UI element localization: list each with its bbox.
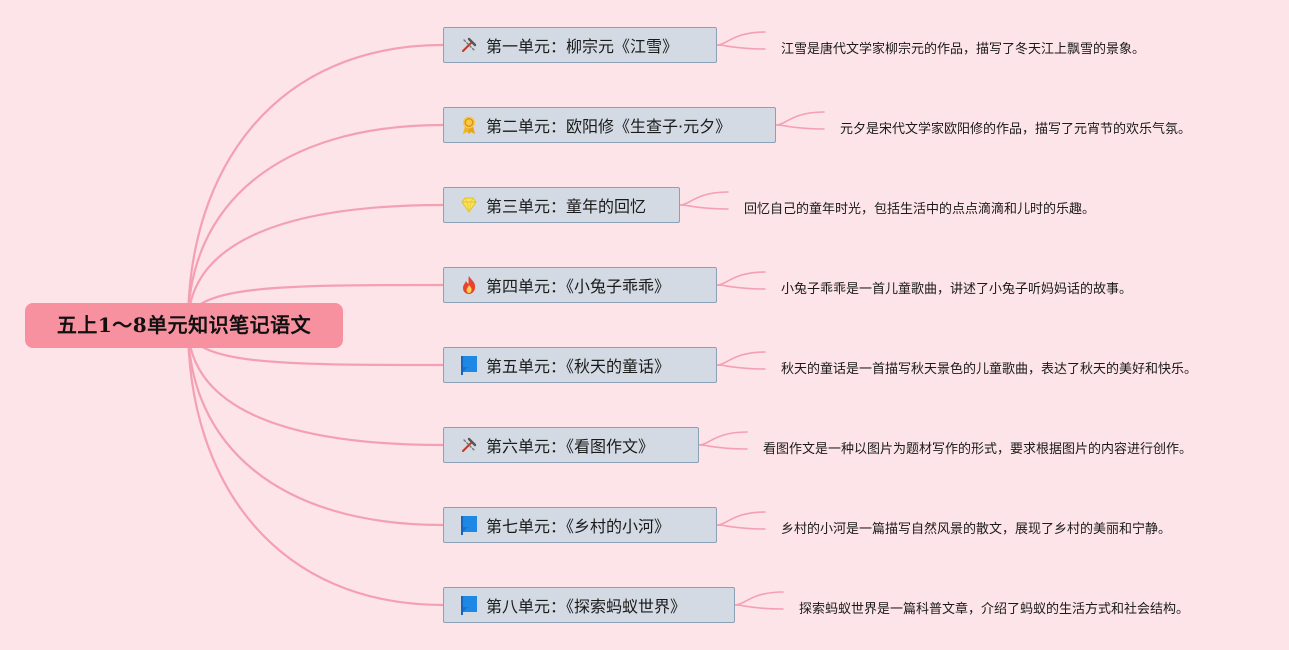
note-connector-lower xyxy=(734,604,784,610)
topic-unit-3[interactable]: 第三单元：童年的回忆 xyxy=(443,187,680,223)
note-connector-lower xyxy=(775,124,825,130)
branch-line xyxy=(186,323,445,447)
note-connector-lower xyxy=(716,284,766,290)
branch-line xyxy=(186,323,445,527)
note-connector-upper xyxy=(716,351,766,366)
topic-unit-1[interactable]: 第一单元：柳宗元《江雪》 xyxy=(443,27,717,63)
subtopic-note-unit-6[interactable]: 看图作文是一种以图片为题材写作的形式，要求根据图片的内容进行创作。 xyxy=(763,442,1193,457)
flag-icon xyxy=(459,515,479,535)
topic-unit-4[interactable]: 第四单元：《小兔子乖乖》 xyxy=(443,267,717,303)
note-connector-lower xyxy=(698,444,748,450)
subtopic-note-unit-8[interactable]: 探索蚂蚁世界是一篇科普文章，介绍了蚂蚁的生活方式和社会结构。 xyxy=(799,602,1190,617)
branch-line xyxy=(186,323,445,607)
topic-unit-5[interactable]: 第五单元：《秋天的童话》 xyxy=(443,347,717,383)
topic-unit-7[interactable]: 第七单元：《乡村的小河》 xyxy=(443,507,717,543)
award-ribbon-icon xyxy=(459,115,479,135)
note-connector-lower xyxy=(716,524,766,530)
note-connector-upper xyxy=(716,31,766,46)
subtopic-note-unit-3[interactable]: 回忆自己的童年时光，包括生活中的点点滴滴和儿时的乐趣。 xyxy=(744,202,1096,217)
tools-icon xyxy=(459,435,479,455)
branch-line xyxy=(186,123,445,327)
subtopic-note-unit-4[interactable]: 小兔子乖乖是一首儿童歌曲，讲述了小兔子听妈妈话的故事。 xyxy=(781,282,1133,297)
subtopic-note-unit-5[interactable]: 秋天的童话是一首描写秋天景色的儿童歌曲，表达了秋天的美好和快乐。 xyxy=(781,362,1198,377)
topic-label: 第三单元：童年的回忆 xyxy=(486,197,647,216)
note-connector-upper xyxy=(679,191,729,206)
topic-label: 第八单元：《探索蚂蚁世界》 xyxy=(486,597,687,616)
topic-label: 第二单元：欧阳修《生查子·元夕》 xyxy=(486,117,732,136)
tools-icon xyxy=(459,35,479,55)
topic-label: 第六单元：《看图作文》 xyxy=(486,437,655,456)
flag-icon xyxy=(459,595,479,615)
topic-label: 第七单元：《乡村的小河》 xyxy=(486,517,671,536)
note-connector-lower xyxy=(716,44,766,50)
topic-label: 第四单元：《小兔子乖乖》 xyxy=(486,277,671,296)
note-connector-upper xyxy=(698,431,748,446)
subtopic-note-unit-1[interactable]: 江雪是唐代文学家柳宗元的作品，描写了冬天江上飘雪的景象。 xyxy=(781,42,1146,57)
flag-icon xyxy=(459,355,479,375)
note-connector-upper xyxy=(775,111,825,126)
note-connector-upper xyxy=(734,591,784,606)
note-connector-upper xyxy=(716,511,766,526)
topic-label: 第一单元：柳宗元《江雪》 xyxy=(486,37,679,56)
note-connector-lower xyxy=(716,364,766,370)
note-connector-lower xyxy=(679,204,729,210)
subtopic-note-unit-2[interactable]: 元夕是宋代文学家欧阳修的作品，描写了元宵节的欢乐气氛。 xyxy=(840,122,1192,137)
topic-label: 第五单元：《秋天的童话》 xyxy=(486,357,671,376)
flame-icon xyxy=(459,275,479,295)
central-topic[interactable]: 五上1～8单元知识笔记语文 xyxy=(25,303,343,348)
topic-unit-6[interactable]: 第六单元：《看图作文》 xyxy=(443,427,699,463)
lightbulb-icon xyxy=(459,195,479,215)
topic-unit-2[interactable]: 第二单元：欧阳修《生查子·元夕》 xyxy=(443,107,776,143)
note-connector-upper xyxy=(716,271,766,286)
subtopic-note-unit-7[interactable]: 乡村的小河是一篇描写自然风景的散文，展现了乡村的美丽和宁静。 xyxy=(781,522,1172,537)
branch-line xyxy=(186,43,445,327)
branch-line xyxy=(186,203,445,327)
topic-unit-8[interactable]: 第八单元：《探索蚂蚁世界》 xyxy=(443,587,735,623)
